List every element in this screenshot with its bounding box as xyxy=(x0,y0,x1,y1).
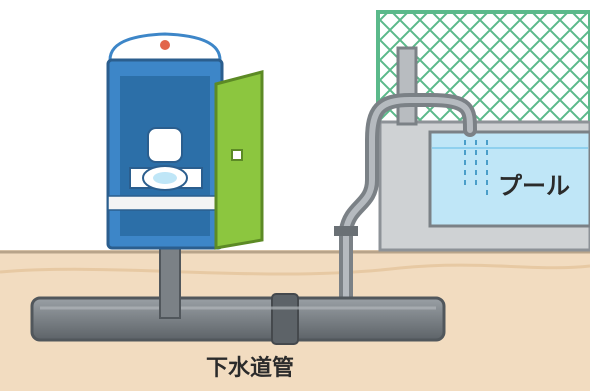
pool-label: プール xyxy=(498,172,570,200)
portable-toilet-icon xyxy=(106,32,264,250)
toilet-bowl-icon xyxy=(142,127,188,191)
sewer-pipe-label: 下水道管 xyxy=(206,356,295,381)
pool-drain-pipe xyxy=(334,93,477,325)
pool-icon xyxy=(378,46,590,252)
toilet-drain-pipe xyxy=(159,247,181,319)
sewer-pipe-icon xyxy=(30,293,446,345)
